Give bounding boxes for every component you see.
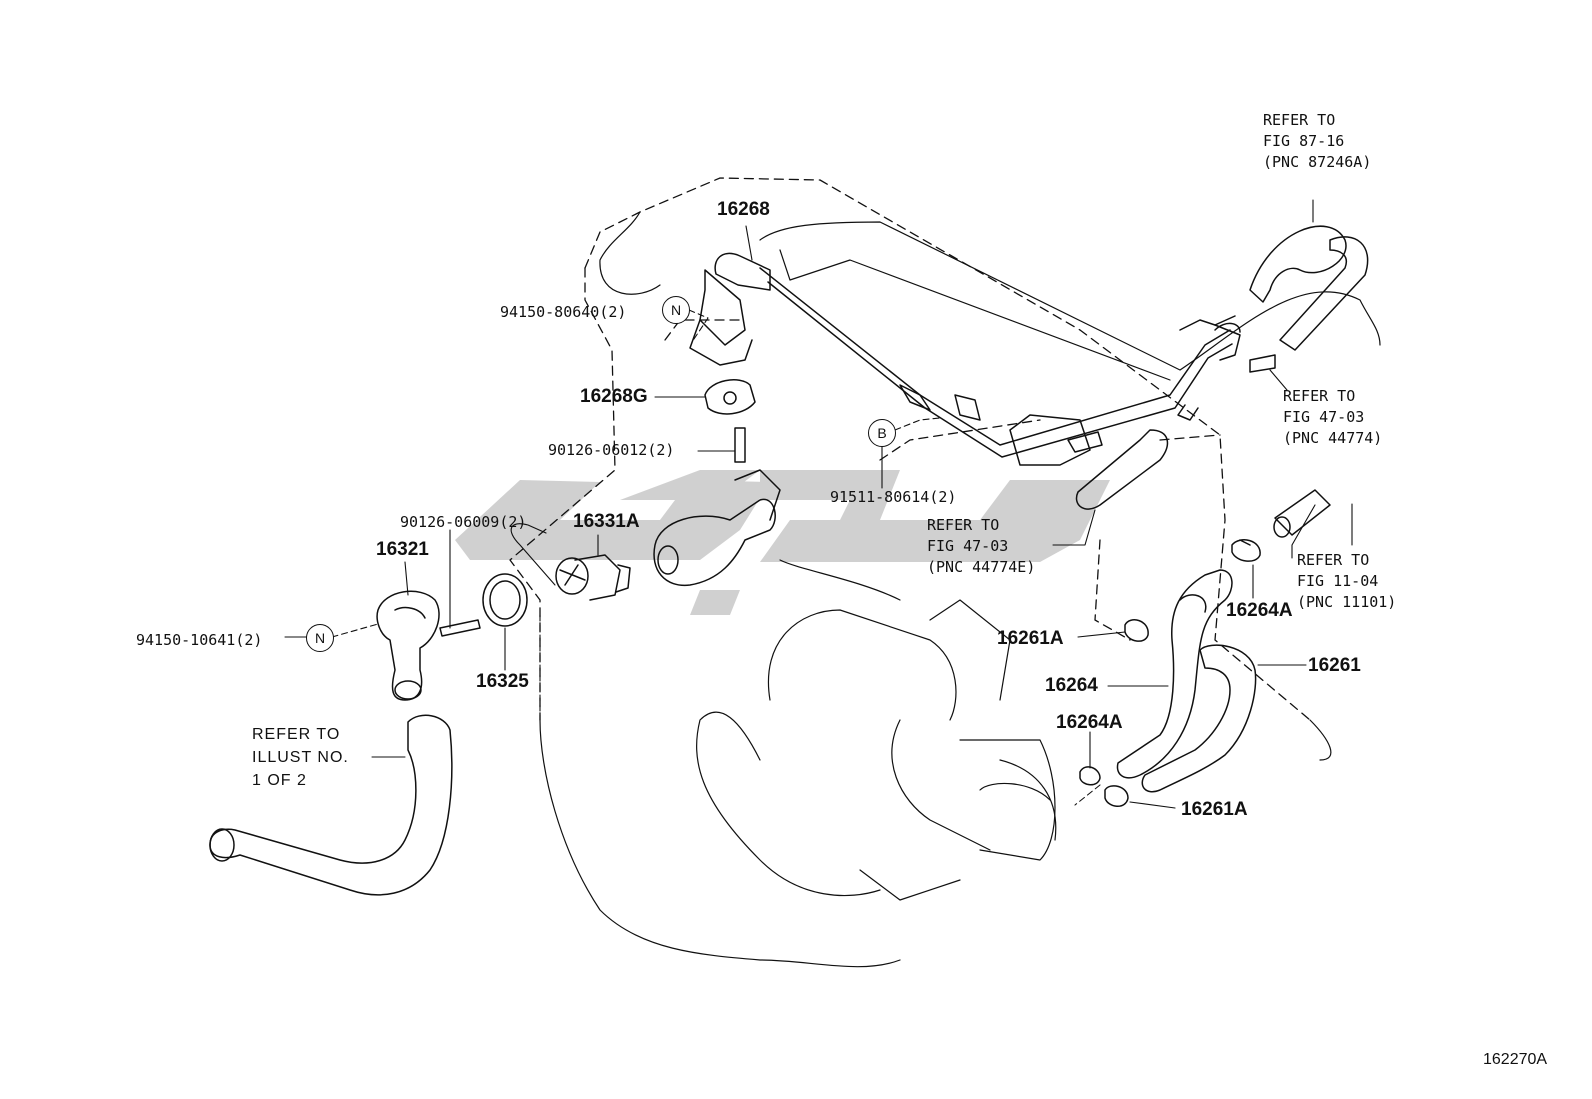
part-label-16325[interactable]: 16325 [476,671,529,692]
water-inlet [653,469,781,586]
part-label-16268[interactable]: 16268 [717,199,770,220]
part-label-16261[interactable]: 16261 [1308,655,1361,676]
hose-lower-left [209,714,453,896]
upper-right-hoses [1214,225,1369,373]
part-label-16321[interactable]: 16321 [376,539,429,560]
engine-outline [509,177,1311,721]
part-label-16264a[interactable]: 16264A [1056,712,1123,733]
clamp-16264a-top [1231,539,1261,562]
b-marker: B [868,419,896,447]
clamps-lower [1079,619,1149,807]
hose-44774e [1067,429,1169,510]
part-label-94150-80640[interactable]: 94150-80640(2) [500,303,627,321]
bypass-pipe [689,252,1241,466]
part-label-91511-80614[interactable]: 91511-80614(2) [830,488,957,506]
leader-lines [284,199,1353,809]
part-label-16264[interactable]: 16264 [1045,675,1098,696]
part-label-16261a[interactable]: 16261A [1181,799,1248,820]
hose-11101 [1273,489,1331,538]
gasket-16325 [482,573,528,627]
part-label-16264a[interactable]: 16264A [1226,600,1293,621]
part-label-94150-10641[interactable]: 94150-10641(2) [136,631,263,649]
part-label-90126-06012[interactable]: 90126-06012(2) [548,441,675,459]
part-label-16331a[interactable]: 16331A [573,511,640,532]
part-label-16268g[interactable]: 16268G [580,386,648,407]
hose-16264 [1116,569,1233,779]
new-part-marker: N [662,296,690,324]
hose-16261 [1141,644,1257,793]
thermostat-housing [376,590,440,701]
thermostat-16331a [555,554,631,601]
illustration-code: 162270A [1483,1051,1548,1068]
gasket-16268g [704,379,756,463]
part-label-16261a[interactable]: 16261A [997,628,1064,649]
stud-90126-06009 [439,619,481,637]
new-part-marker: N [306,624,334,652]
part-label-90126-06009[interactable]: 90126-06009(2) [400,513,527,531]
engine-block [539,211,1381,968]
